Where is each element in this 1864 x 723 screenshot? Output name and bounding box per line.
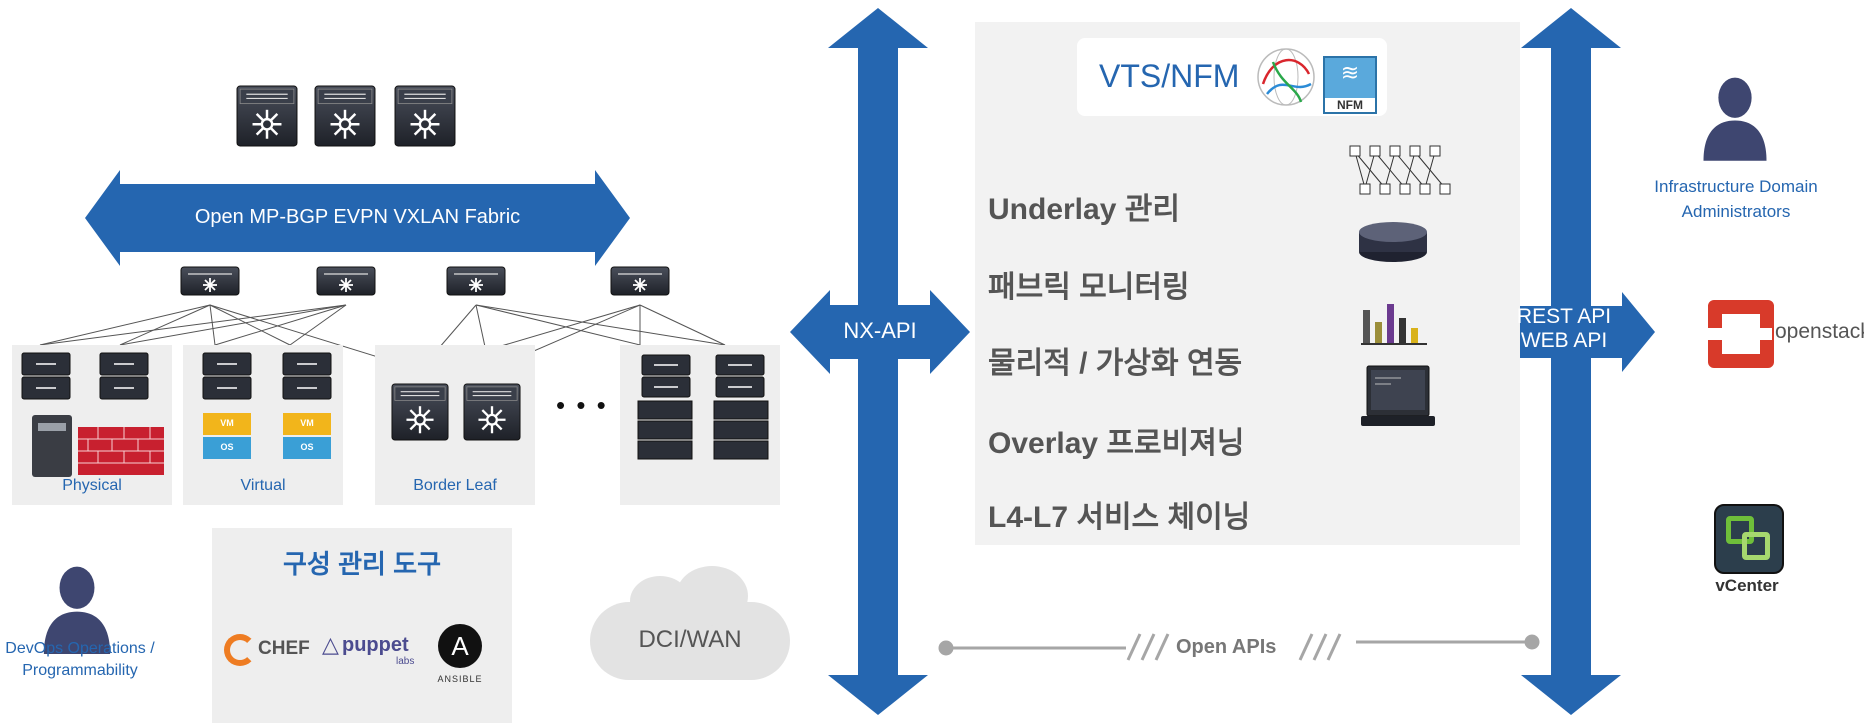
openstack-label: openstack <box>1775 320 1864 343</box>
nfm-wave-icon: ≋ <box>1340 60 1360 85</box>
pod-physical: Physical <box>12 345 172 505</box>
os-badge-text-2: OS <box>300 442 314 452</box>
nx-api-label: NX-API <box>843 318 917 343</box>
ansible-icon: A <box>438 624 482 668</box>
feature-underlay: Underlay 관리 <box>988 193 1180 226</box>
chef-icon <box>224 634 256 666</box>
nx-api-horizontal-arrow <box>790 290 970 374</box>
os-badge-text-1: OS <box>220 442 234 452</box>
ansible-logo-text: ANSIBLE <box>437 674 483 684</box>
os-badge-2 <box>283 437 331 459</box>
vm-badge-2 <box>283 413 331 435</box>
open-apis-connector <box>938 633 1540 661</box>
firewall-icon <box>78 427 164 475</box>
pod-border-leaf: Border Leaf <box>375 345 535 505</box>
virtual-devices <box>202 352 332 459</box>
vts-title-card: VTS/NFM ≋ NFM <box>1077 38 1387 116</box>
vcenter-square-1 <box>1726 516 1754 544</box>
dci-wan-label: DCI/WAN <box>638 626 742 653</box>
os-badge-1 <box>203 437 251 459</box>
laptop-terminal-icon <box>1361 365 1435 426</box>
bar-chart-icon <box>1361 304 1427 345</box>
cloud-bump-2 <box>676 566 748 626</box>
vm-badge-1 <box>203 413 251 435</box>
feature-fabric-monitoring: 패브릭 모니터링 <box>988 271 1190 304</box>
more-pods-ellipsis: • • • <box>556 390 608 420</box>
nfm-badge-text: NFM <box>1325 98 1375 112</box>
database-disk-icon <box>1359 222 1427 262</box>
leaf-switches <box>180 265 670 297</box>
devops-label: DevOps Operations / Programmability <box>0 638 160 682</box>
pod-other <box>620 345 780 505</box>
openstack-logo-icon <box>1706 300 1774 368</box>
chef-logo-text: CHEF <box>258 638 310 659</box>
rest-api-line1: REST API <box>1516 305 1612 328</box>
config-tools-panel: 구성 관리 도구 CHEF △ puppet labs A ANSIBLE <box>212 528 512 723</box>
puppet-logo-text: puppet <box>342 634 409 656</box>
nx-api-vertical-arrow <box>828 8 928 715</box>
underlay-topology-icon <box>1349 145 1451 195</box>
infra-admin-line1: Infrastructure Domain <box>1654 177 1818 196</box>
vcenter-square-2 <box>1742 532 1770 560</box>
puppet-icon: △ <box>322 632 339 657</box>
vm-badge-text-2: VM <box>300 418 314 428</box>
pod-virtual: VM OS VM OS Virtual <box>183 345 343 505</box>
pod-border-leaf-label: Border Leaf <box>413 477 497 494</box>
config-tools-title: 구성 관리 도구 <box>283 549 441 579</box>
vcenter-label: vCenter <box>1715 576 1779 595</box>
devops-label-line1: DevOps Operations / <box>5 640 155 657</box>
vts-panel: VTS/NFM ≋ NFM <box>975 22 1520 545</box>
nfm-badge-icon: ≋ NFM <box>1323 56 1377 114</box>
fabric-double-arrow <box>85 170 630 266</box>
spine-switches <box>236 84 456 148</box>
puppet-labs-text: labs <box>396 656 415 667</box>
vts-globe-icon <box>1257 48 1315 106</box>
feature-l4-l7-service-chaining: L4-L7 서비스 체이닝 <box>988 501 1251 534</box>
devops-label-line2: Programmability <box>22 662 138 679</box>
dci-wan-cloud: DCI/WAN <box>590 566 790 680</box>
pod-physical-label: Physical <box>62 477 122 494</box>
feature-overlay-provisioning: Overlay 프로비져닝 <box>988 427 1245 460</box>
openstack-logo-gap <box>1706 328 1772 340</box>
other-pod-devices <box>637 354 769 460</box>
rest-api-vertical-arrow <box>1521 8 1621 715</box>
rest-api-line2: WEB API <box>1520 329 1608 352</box>
vm-badge-text-1: VM <box>220 418 234 428</box>
feature-physical-virtual: 물리적 / 가상화 연동 <box>988 347 1243 380</box>
infra-admin-label: Infrastructure Domain Administrators <box>1620 174 1852 224</box>
physical-devices <box>21 352 164 477</box>
open-apis-label: Open APIs <box>1176 636 1277 658</box>
vcenter-logo-icon <box>1714 504 1784 574</box>
pod-virtual-label: Virtual <box>240 477 286 494</box>
admin-person-icon <box>1703 77 1767 161</box>
rest-api-label: REST API WEB API <box>1506 305 1622 353</box>
fabric-label: Open MP-BGP EVPN VXLAN Fabric <box>194 206 521 228</box>
infra-admin-line2: Administrators <box>1681 202 1791 221</box>
vts-title: VTS/NFM <box>1099 58 1240 94</box>
